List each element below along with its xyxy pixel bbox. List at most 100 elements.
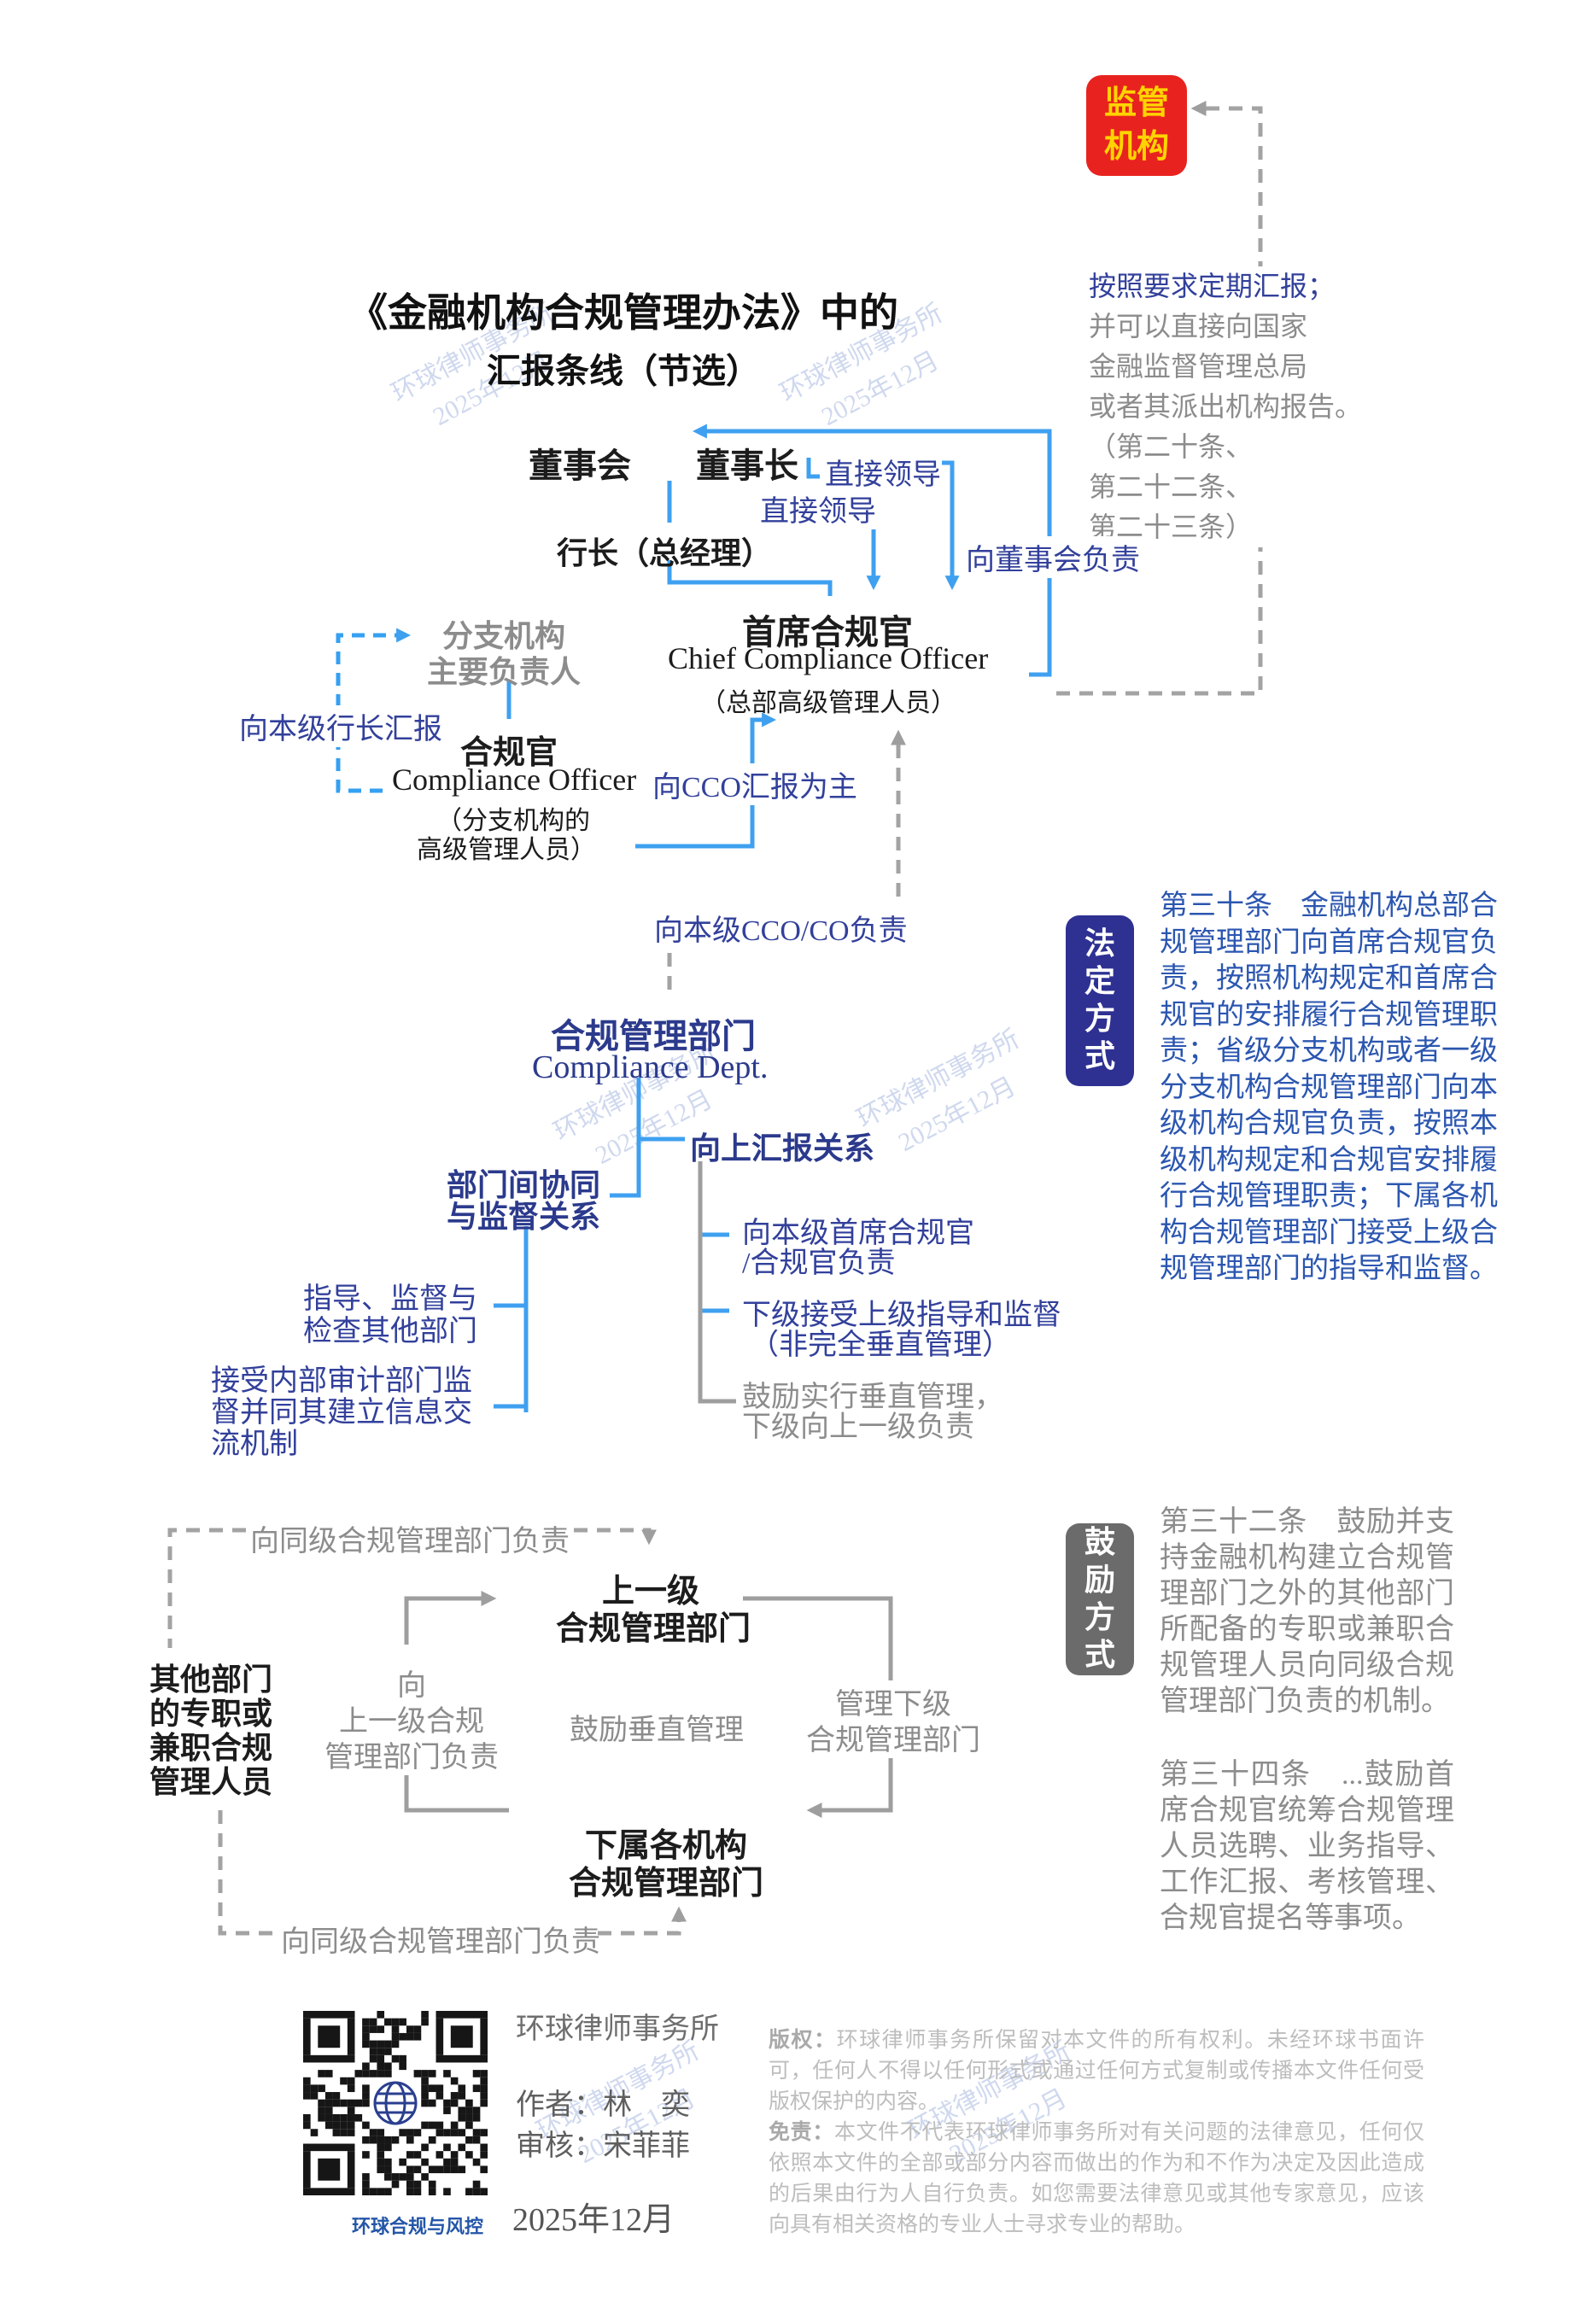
regulator-note-line: 第二十二条、 (1089, 471, 1254, 502)
item-upward-3a: 鼓励实行垂直管理， (742, 1382, 1003, 1413)
qr-caption: 环球合规与风控 (352, 2216, 484, 2237)
label-peer-bottom: 向同级合规管理部门负责 (281, 1926, 600, 1958)
node-coord-1: 部门间协同 (447, 1168, 601, 1202)
node-upward: 向上汇报关系 (690, 1131, 875, 1166)
legal-box-char: 法 (1084, 926, 1115, 961)
page-title-line1: 《金融机构合规管理办法》中的 (348, 291, 898, 335)
regulator-note-highlight: 按照要求定期汇报； (1089, 271, 1336, 301)
dashed-peer-bottom-left (218, 1810, 277, 1936)
item-audit-1: 接受内部审计部门监 (211, 1365, 472, 1397)
item-upward-2a: 下级接受上级指导和监督 (742, 1300, 1061, 1331)
node-other-dept-3: 兼职合规 (149, 1731, 273, 1765)
encourage-box-char: 鼓 (1084, 1525, 1115, 1560)
copyright-text: 环球律师事务所保留对本文件的所有权利。未经环球书面许可，任何人不得以任何形式或通… (769, 2029, 1424, 2113)
regulator-label-line1: 监管 (1103, 85, 1169, 121)
node-cco-note: （总部高级管理人员） (700, 689, 956, 717)
regulator-note-line: 或者其派出机构报告。 (1089, 391, 1363, 422)
legal-method-box: 法 定 方 式 (1066, 915, 1134, 1086)
line-to-lower-dept (404, 1771, 509, 1813)
arrow-to-upper-dept (404, 1591, 497, 1645)
label-peer-top: 向同级合规管理部门负责 (250, 1526, 570, 1557)
label-to-upper-1: 向 (395, 1662, 429, 1703)
node-other-dept-4: 管理人员 (149, 1765, 273, 1799)
node-co-note-1: （分支机构的 (436, 807, 590, 835)
item-upward-1a: 向本级首席合规官 (742, 1218, 974, 1249)
encourage-box-char: 式 (1084, 1637, 1115, 1672)
globe-logo (373, 2081, 418, 2125)
item-guide-2: 检查其他部门 (303, 1316, 477, 1347)
label-to-upper-3: 管理部门负责 (322, 1733, 501, 1775)
bracket-upward-items (698, 1161, 736, 1404)
label-direct-lead-1: 直接领导 (825, 459, 941, 491)
node-president: 行长（总经理） (557, 536, 773, 570)
legal-box-char: 式 (1084, 1038, 1115, 1073)
regulator-note-line: （第二十条、 (1089, 431, 1254, 462)
disclaimer-label: 免责： (769, 2121, 834, 2144)
article-32-text: 第三十二条 鼓励并支持金融机构建立合规管理部门之外的其他部门所配备的专职或兼职合… (1160, 1506, 1454, 1717)
node-lower-dept-1: 下属各机构 (585, 1828, 748, 1864)
node-branch-head-2: 主要负责人 (427, 655, 582, 689)
disclaimer-text: 本文件不代表环球律师事务所对有关问题的法律意见，任何仅依照本文件的全部或部分内容… (769, 2121, 1424, 2236)
node-lower-dept-2: 合规管理部门 (569, 1866, 764, 1902)
regulator-label-line2: 机构 (1103, 129, 1169, 165)
copyright-label: 版权： (769, 2029, 837, 2052)
qr-code (303, 2011, 488, 2195)
encourage-box-char: 方 (1084, 1600, 1115, 1634)
bracket-dept-coord (610, 1078, 641, 1198)
node-upper-dept-2: 合规管理部门 (556, 1611, 751, 1647)
bracket-direct-lead (806, 458, 820, 479)
node-board: 董事会 (529, 447, 631, 485)
arrow-direct-lead-1 (942, 460, 960, 591)
article-30-text: 第三十条 金融机构总部合规管理部门向首席合规官负责，按照机构规定和首席合规官的安… (1160, 891, 1498, 1284)
line-president-cco (667, 560, 833, 596)
regulator-note: 按照要求定期汇报； 并可以直接向国家 金融监督管理总局 或者其派出机构报告。 （… (1086, 266, 1365, 547)
label-responsible-cco: 向本级CCO/CO负责 (652, 907, 910, 949)
dashed-report-president (336, 628, 412, 793)
item-upward-1b: /合规官负责 (742, 1248, 896, 1279)
regulator-box: 监管 机构 (1086, 75, 1187, 176)
page-title-line2: 汇报条线（节选） (487, 352, 760, 390)
node-chairman: 董事长 (696, 447, 798, 485)
item-upward-2b: （非完全垂直管理） (750, 1329, 1011, 1361)
node-cco-zh: 首席合规官 (742, 613, 913, 652)
footer-date: 2025年12月 (512, 2202, 675, 2238)
node-branch-head-1: 分支机构 (442, 619, 566, 653)
node-dept-zh: 合规管理部门 (551, 1017, 756, 1055)
node-upper-dept-1: 上一级 (602, 1574, 700, 1610)
node-dept-en: Compliance Dept. (532, 1049, 769, 1085)
label-report-president: 向本级行长汇报 (237, 705, 445, 747)
label-encourage-vertical: 鼓励垂直管理 (570, 1715, 744, 1746)
label-to-upper-2: 上一级合规 (336, 1698, 487, 1739)
regulator-note-line: 金融监督管理总局 (1089, 351, 1308, 382)
dashed-peer-bottom-right (598, 1906, 687, 1936)
regulator-note-line: 并可以直接向国家 (1089, 311, 1308, 342)
node-cco-en: Chief Compliance Officer (668, 641, 989, 675)
label-manage-lower-1: 管理下级 (833, 1680, 954, 1722)
label-manage-lower-2: 合规管理部门 (804, 1716, 983, 1758)
item-audit-2: 督并同其建立信息交 (211, 1397, 472, 1429)
footer-reviewer: 审核：宋菲菲 (516, 2130, 690, 2162)
label-report-cco: 向CCO汇报为主 (650, 763, 860, 805)
encourage-box-char: 励 (1084, 1563, 1115, 1598)
node-co-en: Compliance Officer (392, 763, 637, 797)
dashed-peer-top-right (574, 1528, 657, 1546)
node-other-dept-2: 的专职或 (149, 1697, 273, 1731)
label-to-board: 向董事会负责 (963, 536, 1143, 578)
item-audit-3: 流机制 (211, 1429, 298, 1460)
dashed-peer-top-left (167, 1528, 246, 1648)
label-direct-lead-2: 直接领导 (760, 496, 876, 528)
node-other-dept-1: 其他部门 (149, 1663, 273, 1697)
item-guide-1: 指导、监督与 (303, 1283, 477, 1315)
footer-author: 作者：林 奕 (516, 2089, 690, 2121)
item-upward-3b: 下级向上一级负责 (742, 1411, 974, 1443)
footer-firm: 环球律师事务所 (516, 2013, 719, 2045)
legal-box-char: 定 (1084, 964, 1115, 999)
node-coord-2: 与监督关系 (447, 1200, 601, 1234)
article-34-text: 第三十四条 ...鼓励首席合规官统筹合规管理人员选聘、业务指导、工作汇报、考核管… (1160, 1759, 1454, 1934)
encourage-method-box: 鼓 励 方 式 (1066, 1523, 1134, 1675)
footer-legal-text: 版权：环球律师事务所保留对本文件的所有权利。未经环球书面许可，任何人不得以任何形… (769, 2025, 1424, 2241)
node-co-zh: 合规官 (460, 735, 558, 771)
node-co-note-2: 高级管理人员） (417, 836, 596, 864)
